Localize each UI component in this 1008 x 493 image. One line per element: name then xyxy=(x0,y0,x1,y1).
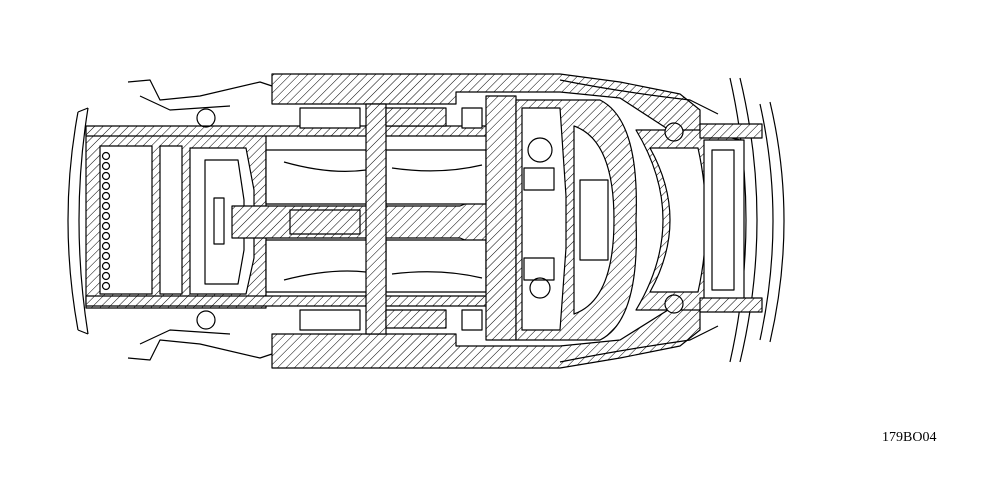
panel-hole xyxy=(101,191,111,201)
front-frame-horns xyxy=(635,122,763,314)
panel-hole xyxy=(101,211,111,221)
rear-fender-outline xyxy=(127,79,273,361)
panel-hole xyxy=(101,151,111,161)
panel-hole xyxy=(101,201,111,211)
front-fender-outline xyxy=(559,79,719,363)
front-bumper xyxy=(729,77,785,363)
front-subframe xyxy=(515,99,637,341)
panel-hole xyxy=(101,221,111,231)
panel-hole xyxy=(101,161,111,171)
panel-hole xyxy=(101,261,111,271)
rear-bumper xyxy=(67,107,89,335)
figure-label: 179BO04 xyxy=(882,430,937,445)
center-tunnel xyxy=(231,197,491,247)
cross-members xyxy=(299,95,517,341)
panel-hole xyxy=(101,181,111,191)
panel-hole xyxy=(101,231,111,241)
panel-hole xyxy=(101,251,111,261)
panel-hole xyxy=(101,281,111,291)
rear-cross-panel xyxy=(85,129,267,309)
panel-hole xyxy=(101,171,111,181)
rear-panel-holes xyxy=(101,151,111,291)
floor-panels xyxy=(265,149,487,293)
panel-hole xyxy=(101,241,111,251)
panel-hole xyxy=(101,271,111,281)
